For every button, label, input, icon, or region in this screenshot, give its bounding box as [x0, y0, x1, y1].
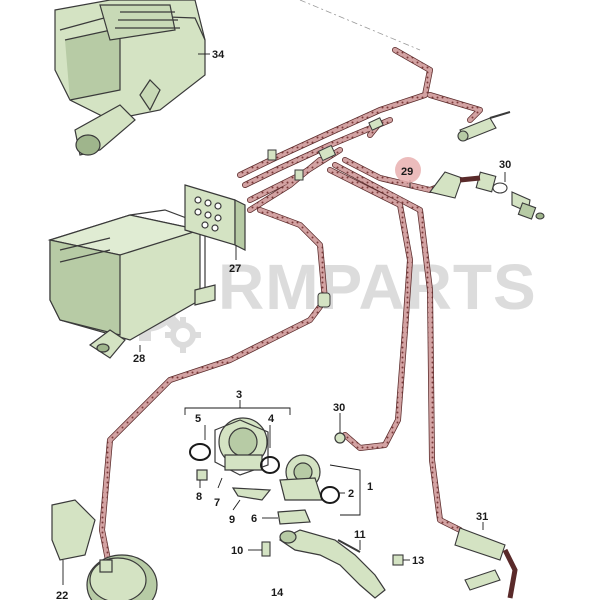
hose-fitting-top-right — [457, 111, 511, 142]
hose-junctions — [267, 117, 384, 308]
callout-3: 3 — [236, 389, 242, 401]
callout-9: 9 — [229, 514, 235, 526]
callout-29: 29 — [401, 166, 413, 178]
callout-31: 31 — [476, 511, 488, 523]
callout-labels: 34 29 30 27 28 3 5 4 30 2 1 8 7 9 6 11 3… — [56, 49, 511, 600]
callout-30-top: 30 — [499, 159, 511, 171]
callout-22: 22 — [56, 590, 68, 600]
pipe-11 — [278, 529, 386, 599]
callout-1: 1 — [367, 481, 373, 493]
callout-5: 5 — [195, 413, 201, 425]
callout-8: 8 — [196, 491, 202, 503]
sensor-30-top — [511, 191, 545, 220]
egr-valve-assembly — [189, 417, 346, 525]
highlight-29 — [395, 157, 421, 183]
callout-28: 28 — [133, 353, 145, 365]
air-filter-housing-34 — [54, 0, 206, 156]
watermark-text: RMPARTS — [218, 251, 537, 323]
callout-14: 14 — [271, 587, 284, 599]
callout-34: 34 — [212, 49, 225, 61]
reference-line — [299, 0, 421, 51]
watermark-small-gear-icon — [165, 317, 201, 353]
callout-2: 2 — [348, 488, 354, 500]
connector-block-27 — [184, 184, 246, 251]
callout-10: 10 — [231, 545, 243, 557]
callout-4: 4 — [268, 413, 275, 425]
valve-29 — [429, 171, 508, 199]
callout-27: 27 — [229, 263, 241, 275]
callout-6: 6 — [251, 513, 257, 525]
leader-lines — [62, 53, 506, 585]
canister-22 — [51, 499, 158, 600]
callout-30-mid: 30 — [333, 402, 345, 414]
callout-13: 13 — [412, 555, 424, 567]
callout-7: 7 — [214, 497, 220, 509]
control-unit-28 — [47, 209, 216, 359]
sensor-31 — [454, 527, 518, 599]
callout-11: 11 — [354, 529, 366, 541]
